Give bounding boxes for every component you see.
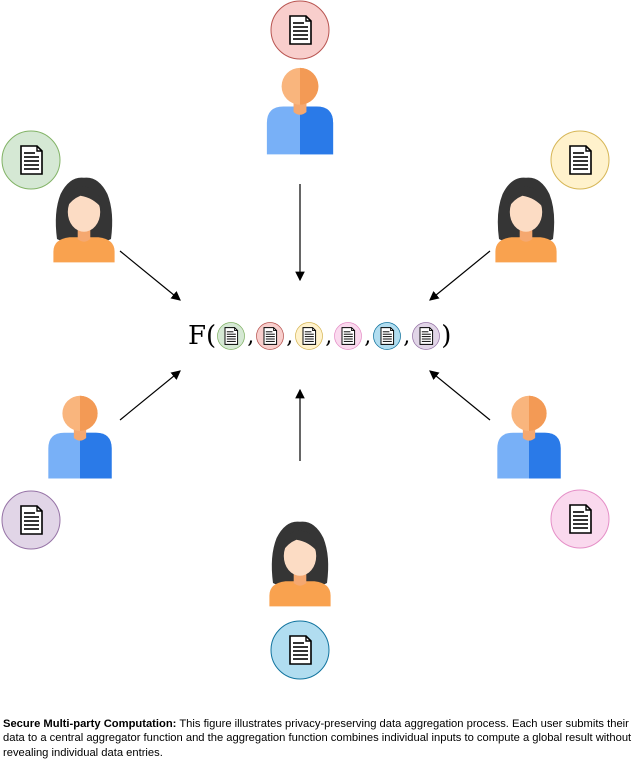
formula-doc-red-icon (256, 322, 285, 350)
arrow-bottom-left (119, 370, 181, 421)
formula-separator: , (403, 323, 411, 349)
data-doc-blue (270, 620, 330, 680)
data-doc-purple (1, 490, 61, 550)
formula-separator: , (286, 323, 294, 349)
formula-doc-green-icon (217, 322, 246, 350)
formula-doc-pink-icon (334, 322, 363, 350)
user-female-top-left-icon (53, 177, 115, 263)
caption-title: Secure Multi-party Computation: (3, 718, 177, 730)
diagram-svg (1, 0, 610, 680)
formula-separator: , (364, 323, 372, 349)
formula-doc-yellow-icon (295, 322, 324, 350)
data-doc-yellow (550, 130, 610, 190)
arrow-top-right (429, 250, 491, 301)
figure-caption: Secure Multi-party Computation: This fig… (3, 717, 639, 760)
user-male-bottom-left-icon (48, 395, 112, 479)
arrow-bottom-right (429, 370, 491, 421)
data-doc-green (1, 130, 61, 190)
formula-doc-purple-icon (412, 322, 441, 350)
formula-doc-blue-icon (373, 322, 402, 350)
formula-close-paren: ) (441, 321, 452, 351)
user-male-top-icon (266, 67, 334, 155)
formula-function-name: F( (188, 321, 217, 351)
aggregator-formula: F( , , , , , ) (188, 318, 451, 354)
user-female-bottom-icon (269, 521, 331, 607)
data-doc-red (270, 0, 330, 60)
user-male-bottom-right-icon (497, 395, 561, 479)
caption-body: This figure illustrates privacy-preservi… (3, 718, 632, 759)
formula-separator: , (325, 323, 333, 349)
data-doc-pink (550, 489, 610, 549)
formula-separator: , (247, 323, 255, 349)
user-female-top-right-icon (495, 177, 557, 263)
arrow-top-left (119, 250, 181, 301)
